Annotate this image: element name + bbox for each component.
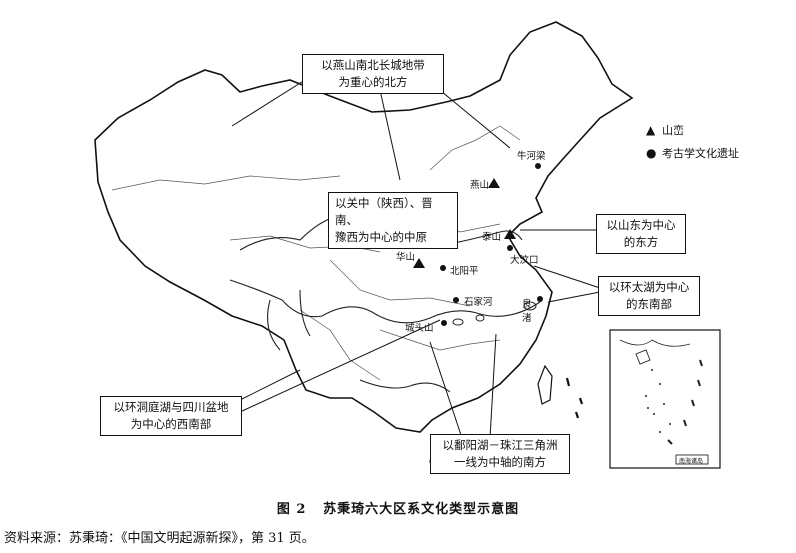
circle-icon: ● <box>646 146 657 160</box>
region-south-line-2: 一线为中轴的南方 <box>454 455 546 469</box>
mountain-markers <box>413 178 516 268</box>
yangtze-river <box>229 279 541 324</box>
region-southwest-line-1: 以环洞庭湖与四川盆地 <box>113 400 229 414</box>
source-note: 资料来源：苏秉琦：《中国文明起源新探》，第 31 页。 <box>4 531 315 546</box>
region-south-line-1: 以鄱阳湖－珠江三角洲 <box>442 438 558 452</box>
liangzhu-marker <box>537 296 543 302</box>
site-markers <box>440 163 543 326</box>
region-central-box: 以关中（陕西）、晋南、 豫西为中心的中原 <box>328 192 458 249</box>
region-north-line-2: 为重心的北方 <box>338 75 408 89</box>
site-label-niuheliang: 牛河梁 <box>517 151 546 162</box>
legend-label-mountain: 山峦 <box>662 124 684 137</box>
south-china-sea-inset <box>609 329 721 469</box>
site-label-liangzhu-1: 良 <box>522 299 532 310</box>
leader-lines <box>231 79 601 439</box>
china-outline <box>94 21 634 433</box>
region-central-line-2: 豫西为中心的中原 <box>335 230 427 244</box>
coastal-islands <box>565 377 584 419</box>
region-north-line-1: 以燕山南北长城地带 <box>321 58 425 72</box>
mountain-label-taishan: 泰山 <box>482 232 502 243</box>
region-southeast-line-1: 以环太湖为中心 <box>608 280 690 294</box>
site-label-liangzhu-2: 渚 <box>522 313 532 324</box>
triangle-icon: ▲ <box>646 123 656 137</box>
legend-item-site: ● 考古学文化遗址 <box>646 145 739 161</box>
niuheliang-marker <box>535 163 541 169</box>
region-east-box: 以山东为中心 的东方 <box>596 214 686 254</box>
site-label-shijiahe: 石家河 <box>464 297 493 308</box>
region-southwest-line-2: 为中心的西南部 <box>130 417 212 431</box>
region-southeast-line-2: 的东南部 <box>626 297 672 311</box>
figure-number: 图 2 <box>276 502 307 517</box>
dawenkou-marker <box>507 245 513 251</box>
pearl-river <box>359 379 451 393</box>
figure-title: 苏秉琦六大区系文化类型示意图 <box>323 502 520 517</box>
shijiahe-marker <box>453 297 459 303</box>
taiwan-outline <box>537 364 553 405</box>
lakes <box>452 301 537 326</box>
province-borders <box>111 125 521 381</box>
site-label-chengtoushan: 城头山 <box>405 323 434 334</box>
huashan-marker <box>413 258 425 268</box>
region-southwest-box: 以环洞庭湖与四川盆地 为中心的西南部 <box>100 396 242 436</box>
mountain-label-yanshan: 燕山 <box>470 180 490 191</box>
taishan-marker <box>504 229 516 239</box>
region-north-box: 以燕山南北长城地带 为重心的北方 <box>302 54 444 94</box>
region-east-line-1: 以山东为中心 <box>606 218 676 232</box>
region-central-line-1: 以关中（陕西）、晋南、 <box>335 196 433 227</box>
site-label-dawenkou: 大汶口 <box>510 255 539 266</box>
legend-label-site: 考古学文化遗址 <box>662 147 739 160</box>
region-southeast-box: 以环太湖为中心 的东南部 <box>598 276 700 316</box>
region-east-line-2: 的东方 <box>623 235 659 249</box>
legend-item-mountain: ▲ 山峦 <box>646 122 684 138</box>
figure-caption: 图 2 苏秉琦六大区系文化类型示意图 <box>0 498 796 517</box>
chengtoushan-marker <box>441 320 447 326</box>
region-south-box: 以鄱阳湖－珠江三角洲 一线为中轴的南方 <box>430 434 570 474</box>
yanshan-marker <box>488 178 500 188</box>
mountain-label-huashan: 华山 <box>396 252 416 263</box>
site-label-beiyangping: 北阳平 <box>450 266 479 277</box>
inset-label: 南海诸岛 <box>679 458 704 465</box>
beiyangping-marker <box>440 265 446 271</box>
